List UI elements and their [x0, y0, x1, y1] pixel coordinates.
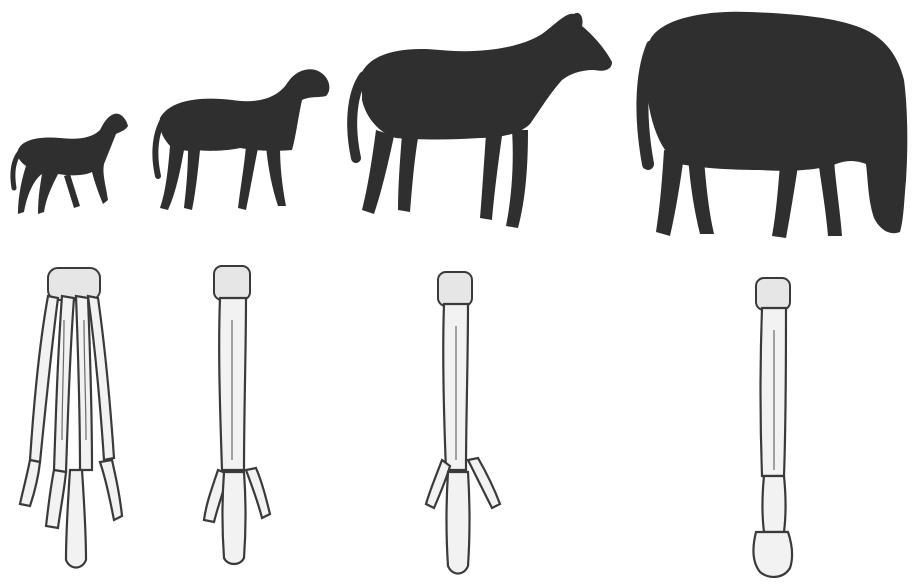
horse-silhouette-stage-2 — [155, 69, 329, 210]
foot-bones-stage-1 — [20, 268, 122, 568]
horse-silhouette-stage-3 — [352, 13, 612, 228]
horse-silhouette-stage-1 — [13, 114, 128, 214]
foot-bones-stage-3 — [426, 272, 500, 574]
foot-bones-stage-2 — [204, 266, 270, 564]
horse-silhouette-stage-4 — [642, 12, 907, 238]
foot-bones-stage-4 — [753, 278, 792, 577]
